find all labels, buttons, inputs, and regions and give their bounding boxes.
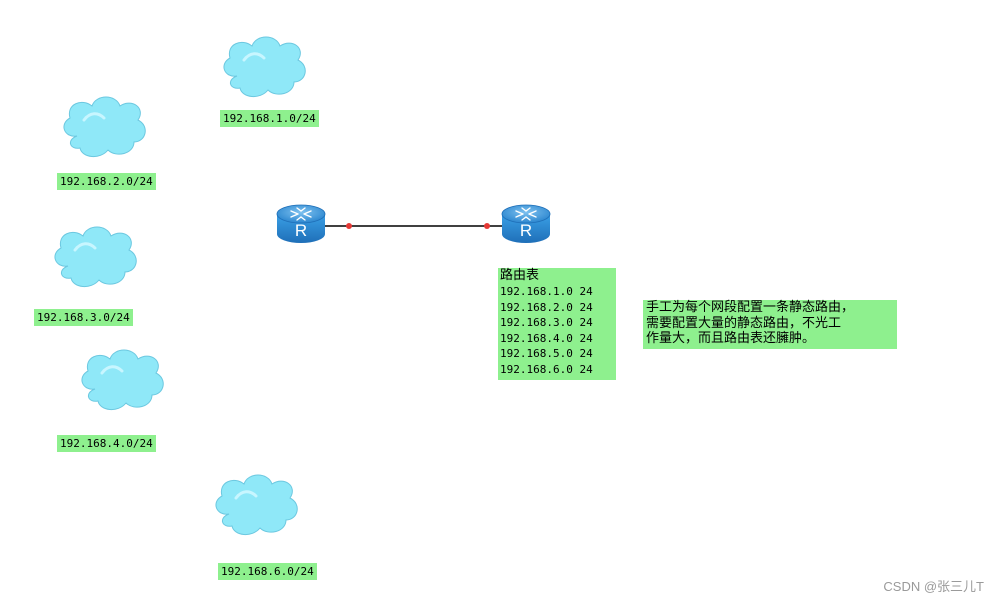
router-icon-left [276, 204, 326, 244]
network-label-net6: 192.168.6.0/24 [218, 563, 317, 580]
network-label-net4: 192.168.4.0/24 [57, 435, 156, 452]
network-label-net3: 192.168.3.0/24 [34, 309, 133, 326]
routing-table-row: 192.168.1.0 24 [500, 285, 593, 298]
network-label-net2: 192.168.2.0/24 [57, 173, 156, 190]
routing-table-row: 192.168.5.0 24 [500, 347, 593, 361]
routing-table-row: 192.168.2.0 24 [500, 300, 593, 314]
routing-table-title: 路由表 [500, 268, 540, 283]
note-line: 作量大，而且路由表还臃肿。 [646, 331, 816, 346]
routing-table-row: 192.168.4.0 24 [500, 331, 593, 345]
port-dot-right [484, 223, 490, 229]
routing-table-row: 192.168.3.0 24 [500, 316, 593, 330]
routing-table-row: 192.168.6.0 24 [500, 362, 593, 376]
cloud-icon-net4 [80, 348, 165, 412]
watermark: CSDN @张三儿T [883, 579, 984, 594]
note-line: 需要配置大量的静态路由，不光工 [646, 315, 842, 331]
cloud-icon-net1 [222, 35, 307, 99]
routing-table: 路由表 192.168.1.0 24 192.168.2.0 24 192.16… [498, 268, 616, 380]
note-line: 手工为每个网段配置一条静态路由， [646, 300, 855, 315]
cloud-icon-net3 [53, 225, 138, 289]
cloud-icon-net6 [214, 473, 299, 537]
cloud-icon-net2 [62, 95, 147, 159]
port-dot-left [346, 223, 352, 229]
explanation-note: 手工为每个网段配置一条静态路由， 需要配置大量的静态路由，不光工 作量大，而且路… [643, 300, 897, 349]
router-icon-right [501, 204, 551, 244]
network-label-net1: 192.168.1.0/24 [220, 110, 319, 127]
